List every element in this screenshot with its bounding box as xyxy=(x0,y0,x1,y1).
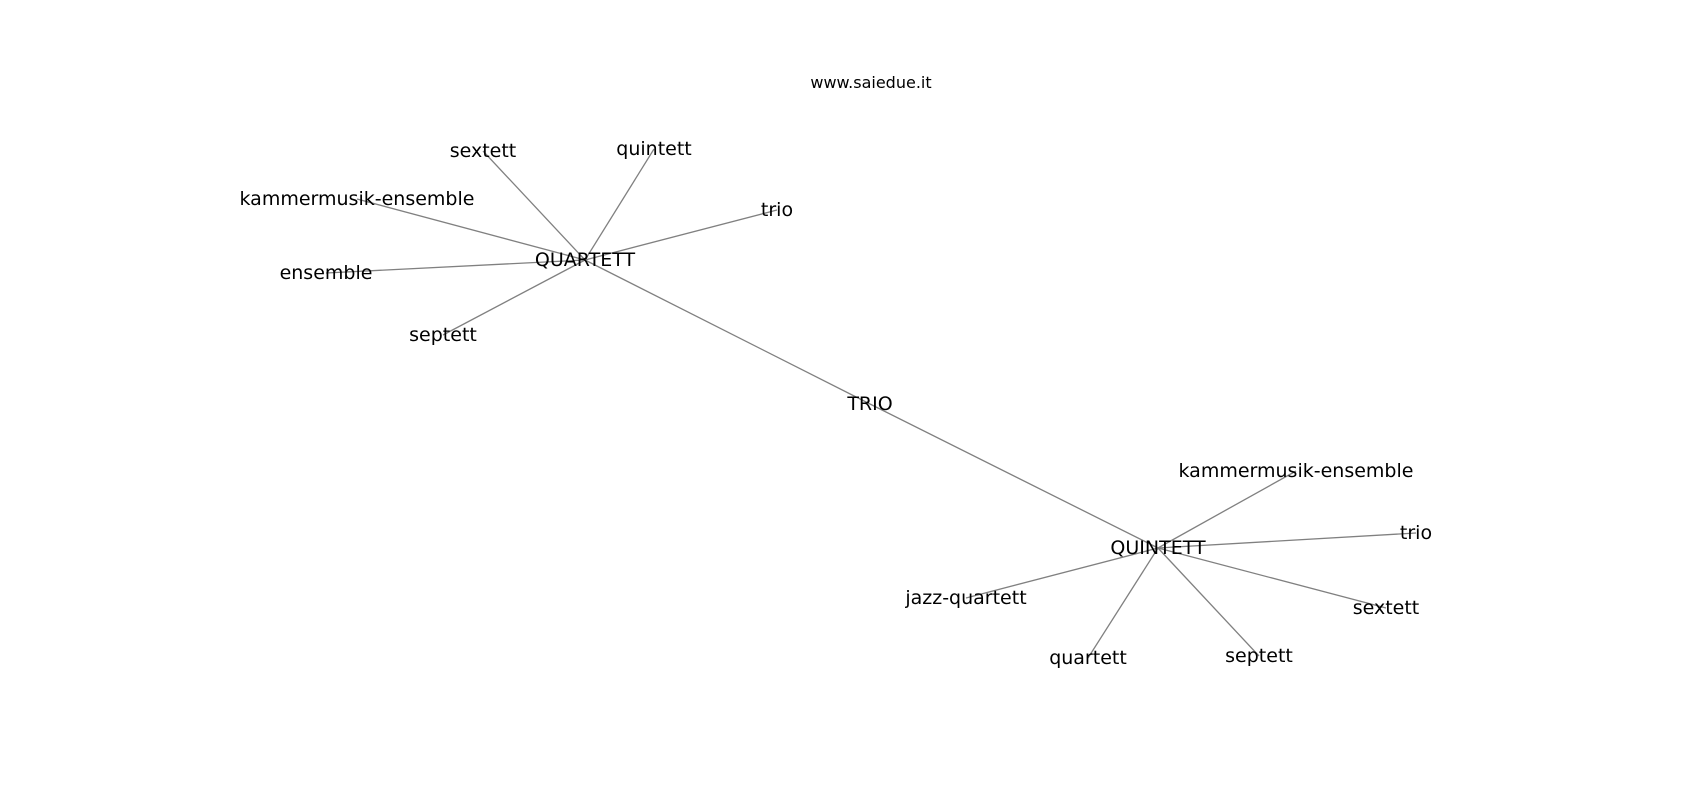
node-label-q-kammer: kammermusik-ensemble xyxy=(240,188,475,210)
node-label-p-kammer: kammermusik-ensemble xyxy=(1179,460,1414,482)
edge-quartett_hub-trio_center xyxy=(584,259,871,405)
edge-quartett_hub-q_kammer xyxy=(356,198,586,261)
edge-quartett_hub-q_quintett xyxy=(584,148,655,261)
node-label-p-jazz: jazz-quartett xyxy=(904,587,1026,609)
edge-quintett_hub-p_quartett xyxy=(1087,547,1159,659)
node-label-p-sextett: sextett xyxy=(1353,597,1420,619)
node-label-p-septett: septett xyxy=(1225,645,1293,667)
node-label-trio-center: TRIO xyxy=(846,393,892,415)
node-label-q-sextett: sextett xyxy=(450,140,517,162)
edge-quintett_hub-p_trio xyxy=(1157,532,1417,549)
site-title: www.saiedue.it xyxy=(810,73,931,92)
node-label-p-trio: trio xyxy=(1400,522,1432,544)
edge-quintett_hub-p_kammer xyxy=(1157,470,1297,549)
edge-trio_center-quintett_hub xyxy=(869,403,1159,549)
node-label-q-ensemble: ensemble xyxy=(280,262,373,284)
node-label-quartett-hub: QUARTETT xyxy=(535,249,636,271)
edges-layer xyxy=(325,148,1417,659)
node-label-q-quintett: quintett xyxy=(616,138,691,160)
node-label-quintett-hub: QUINTETT xyxy=(1110,537,1206,559)
nodes-layer: TRIO QUARTETT QUINTETT sextett quintett kamme… xyxy=(240,138,1433,669)
edge-quartett_hub-q_ensemble xyxy=(325,259,586,274)
edge-quartett_hub-q_sextett xyxy=(482,150,586,261)
edge-quintett_hub-p_jazz xyxy=(965,547,1159,599)
edge-quintett_hub-p_sextett xyxy=(1157,547,1387,609)
node-label-q-trio: trio xyxy=(761,199,793,221)
edge-quartett_hub-q_trio xyxy=(584,209,778,261)
node-label-q-septett: septett xyxy=(409,324,477,346)
edge-quintett_hub-p_septett xyxy=(1157,547,1260,657)
edge-quartett_hub-q_septett xyxy=(442,259,586,336)
node-label-p-quartett: quartett xyxy=(1049,647,1127,669)
